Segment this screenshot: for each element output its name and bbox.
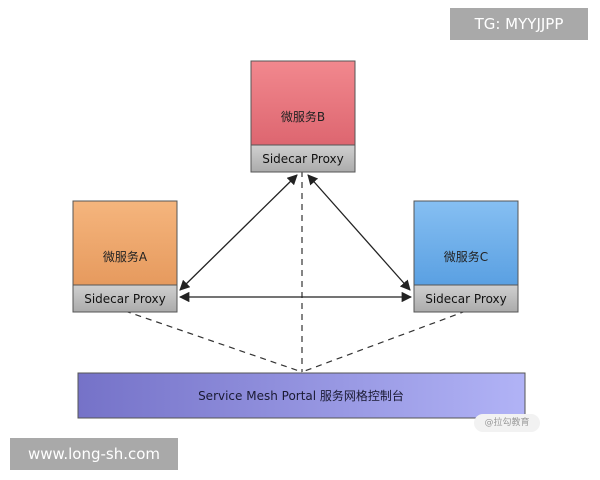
service-a-node: 微服务A Sidecar Proxy	[72, 200, 178, 313]
dashed-link-a-portal	[124, 310, 303, 373]
service-b-box	[250, 60, 356, 146]
service-c-proxy-box	[413, 284, 519, 313]
service-b-node: 微服务B Sidecar Proxy	[250, 60, 356, 173]
telegram-watermark: TG: MYYJJPP	[450, 8, 588, 40]
service-b-proxy-box	[250, 144, 356, 173]
service-a-label: 微服务A	[103, 249, 148, 264]
arrow-a-b	[179, 174, 298, 291]
arrow-b-c	[307, 174, 411, 291]
service-a-proxy-box	[72, 284, 178, 313]
service-a-proxy-label: Sidecar Proxy	[84, 292, 166, 306]
service-a-box	[72, 200, 178, 286]
service-c-box	[413, 200, 519, 286]
portal-box	[77, 372, 526, 419]
service-b-proxy-label: Sidecar Proxy	[262, 152, 344, 166]
service-c-label: 微服务C	[444, 249, 488, 264]
service-b-label: 微服务B	[281, 109, 325, 124]
portal-label: Service Mesh Portal 服务网格控制台	[198, 388, 404, 403]
service-c-proxy-label: Sidecar Proxy	[425, 292, 507, 306]
dashed-link-c-portal	[301, 310, 467, 373]
website-watermark: www.long-sh.com	[10, 438, 178, 470]
portal-node: Service Mesh Portal 服务网格控制台	[77, 372, 526, 419]
service-c-node: 微服务C Sidecar Proxy	[413, 200, 519, 313]
lagou-watermark: @拉勾教育	[474, 414, 540, 432]
